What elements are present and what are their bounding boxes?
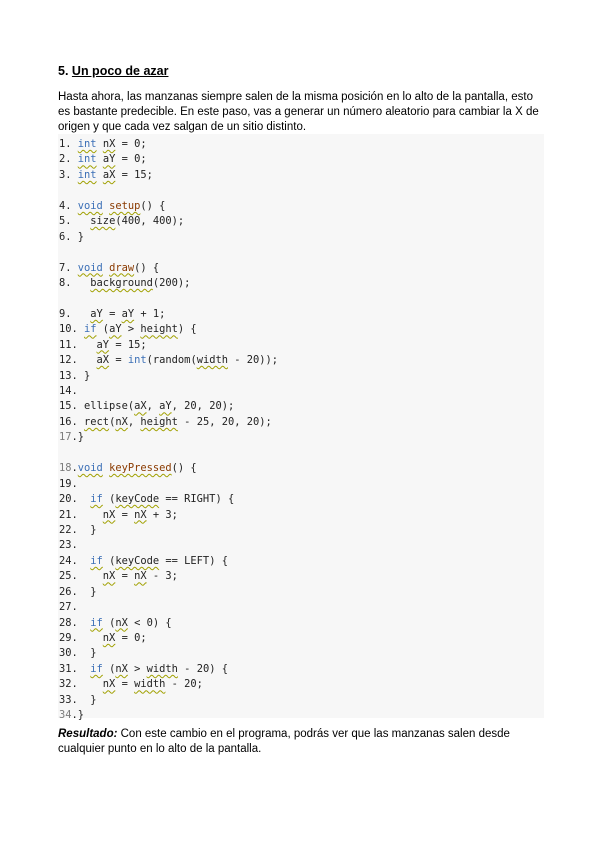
code-line: 27.	[59, 601, 78, 614]
code-line: 32. nX = width - 20;	[59, 678, 203, 691]
code-line: 19.	[59, 477, 78, 490]
code-line: 1. int nX = 0;	[59, 138, 147, 150]
code-line: 13. }	[59, 369, 91, 382]
code-line: 18.void keyPressed() {	[59, 462, 197, 475]
code-line: 28. if (nX < 0) {	[59, 616, 172, 629]
result-paragraph: Resultado: Con este cambio en el program…	[58, 727, 544, 757]
code-line: 4. void setup() {	[59, 199, 166, 212]
code-line: 17.}	[59, 431, 85, 444]
code-line: 29. nX = 0;	[59, 632, 147, 644]
code-line: 15. ellipse(aX, aY, 20, 20);	[59, 400, 235, 413]
intro-paragraph: Hasta ahora, las manzanas siempre salen …	[58, 91, 539, 133]
code-line: 16. rect(nX, height - 25, 20, 20);	[59, 415, 272, 428]
code-line: 9. aY = aY + 1;	[59, 307, 166, 320]
code-line: 8. background(200);	[59, 276, 191, 289]
code-line: 12. aX = int(random(width - 20));	[59, 354, 279, 367]
code-line: 23.	[59, 539, 78, 552]
code-line: 22. }	[59, 523, 97, 536]
code-line: 10. if (aY > height) {	[59, 323, 197, 336]
code-line: 34.}	[59, 709, 85, 722]
code-line	[59, 183, 544, 198]
section-title: Un poco de azar	[71, 64, 169, 78]
code-line: 33. }	[59, 693, 97, 706]
section-heading: 5. Un poco de azar	[58, 64, 168, 78]
result-label: Resultado:	[58, 728, 118, 740]
result-text: Con este cambio en el programa, podrás v…	[58, 728, 510, 755]
code-line: 6. }	[59, 230, 85, 243]
code-line	[59, 446, 544, 461]
code-line: 21. nX = nX + 3;	[59, 508, 178, 521]
code-line: 14.	[59, 385, 78, 397]
code-line: 24. if (keyCode == LEFT) {	[59, 554, 228, 567]
code-line: 5. size(400, 400);	[59, 215, 185, 228]
code-line	[59, 245, 544, 260]
code-line: 26. }	[59, 585, 97, 598]
code-line: 11. aY = 15;	[59, 338, 147, 351]
section-number: 5.	[58, 64, 69, 78]
code-line	[59, 291, 544, 306]
code-line: 2. int aY = 0;	[59, 153, 147, 166]
code-line: 30. }	[59, 647, 97, 660]
code-line: 7. void draw() {	[59, 261, 160, 274]
code-line: 20. if (keyCode == RIGHT) {	[59, 493, 235, 506]
code-line: 3. int aX = 15;	[59, 168, 153, 181]
code-block: 1. int nX = 0; 2. int aY = 0; 3. int aX = …	[58, 134, 544, 721]
code-line: 31. if (nX > width - 20) {	[59, 662, 228, 675]
code-line: 25. nX = nX - 3;	[59, 570, 178, 583]
